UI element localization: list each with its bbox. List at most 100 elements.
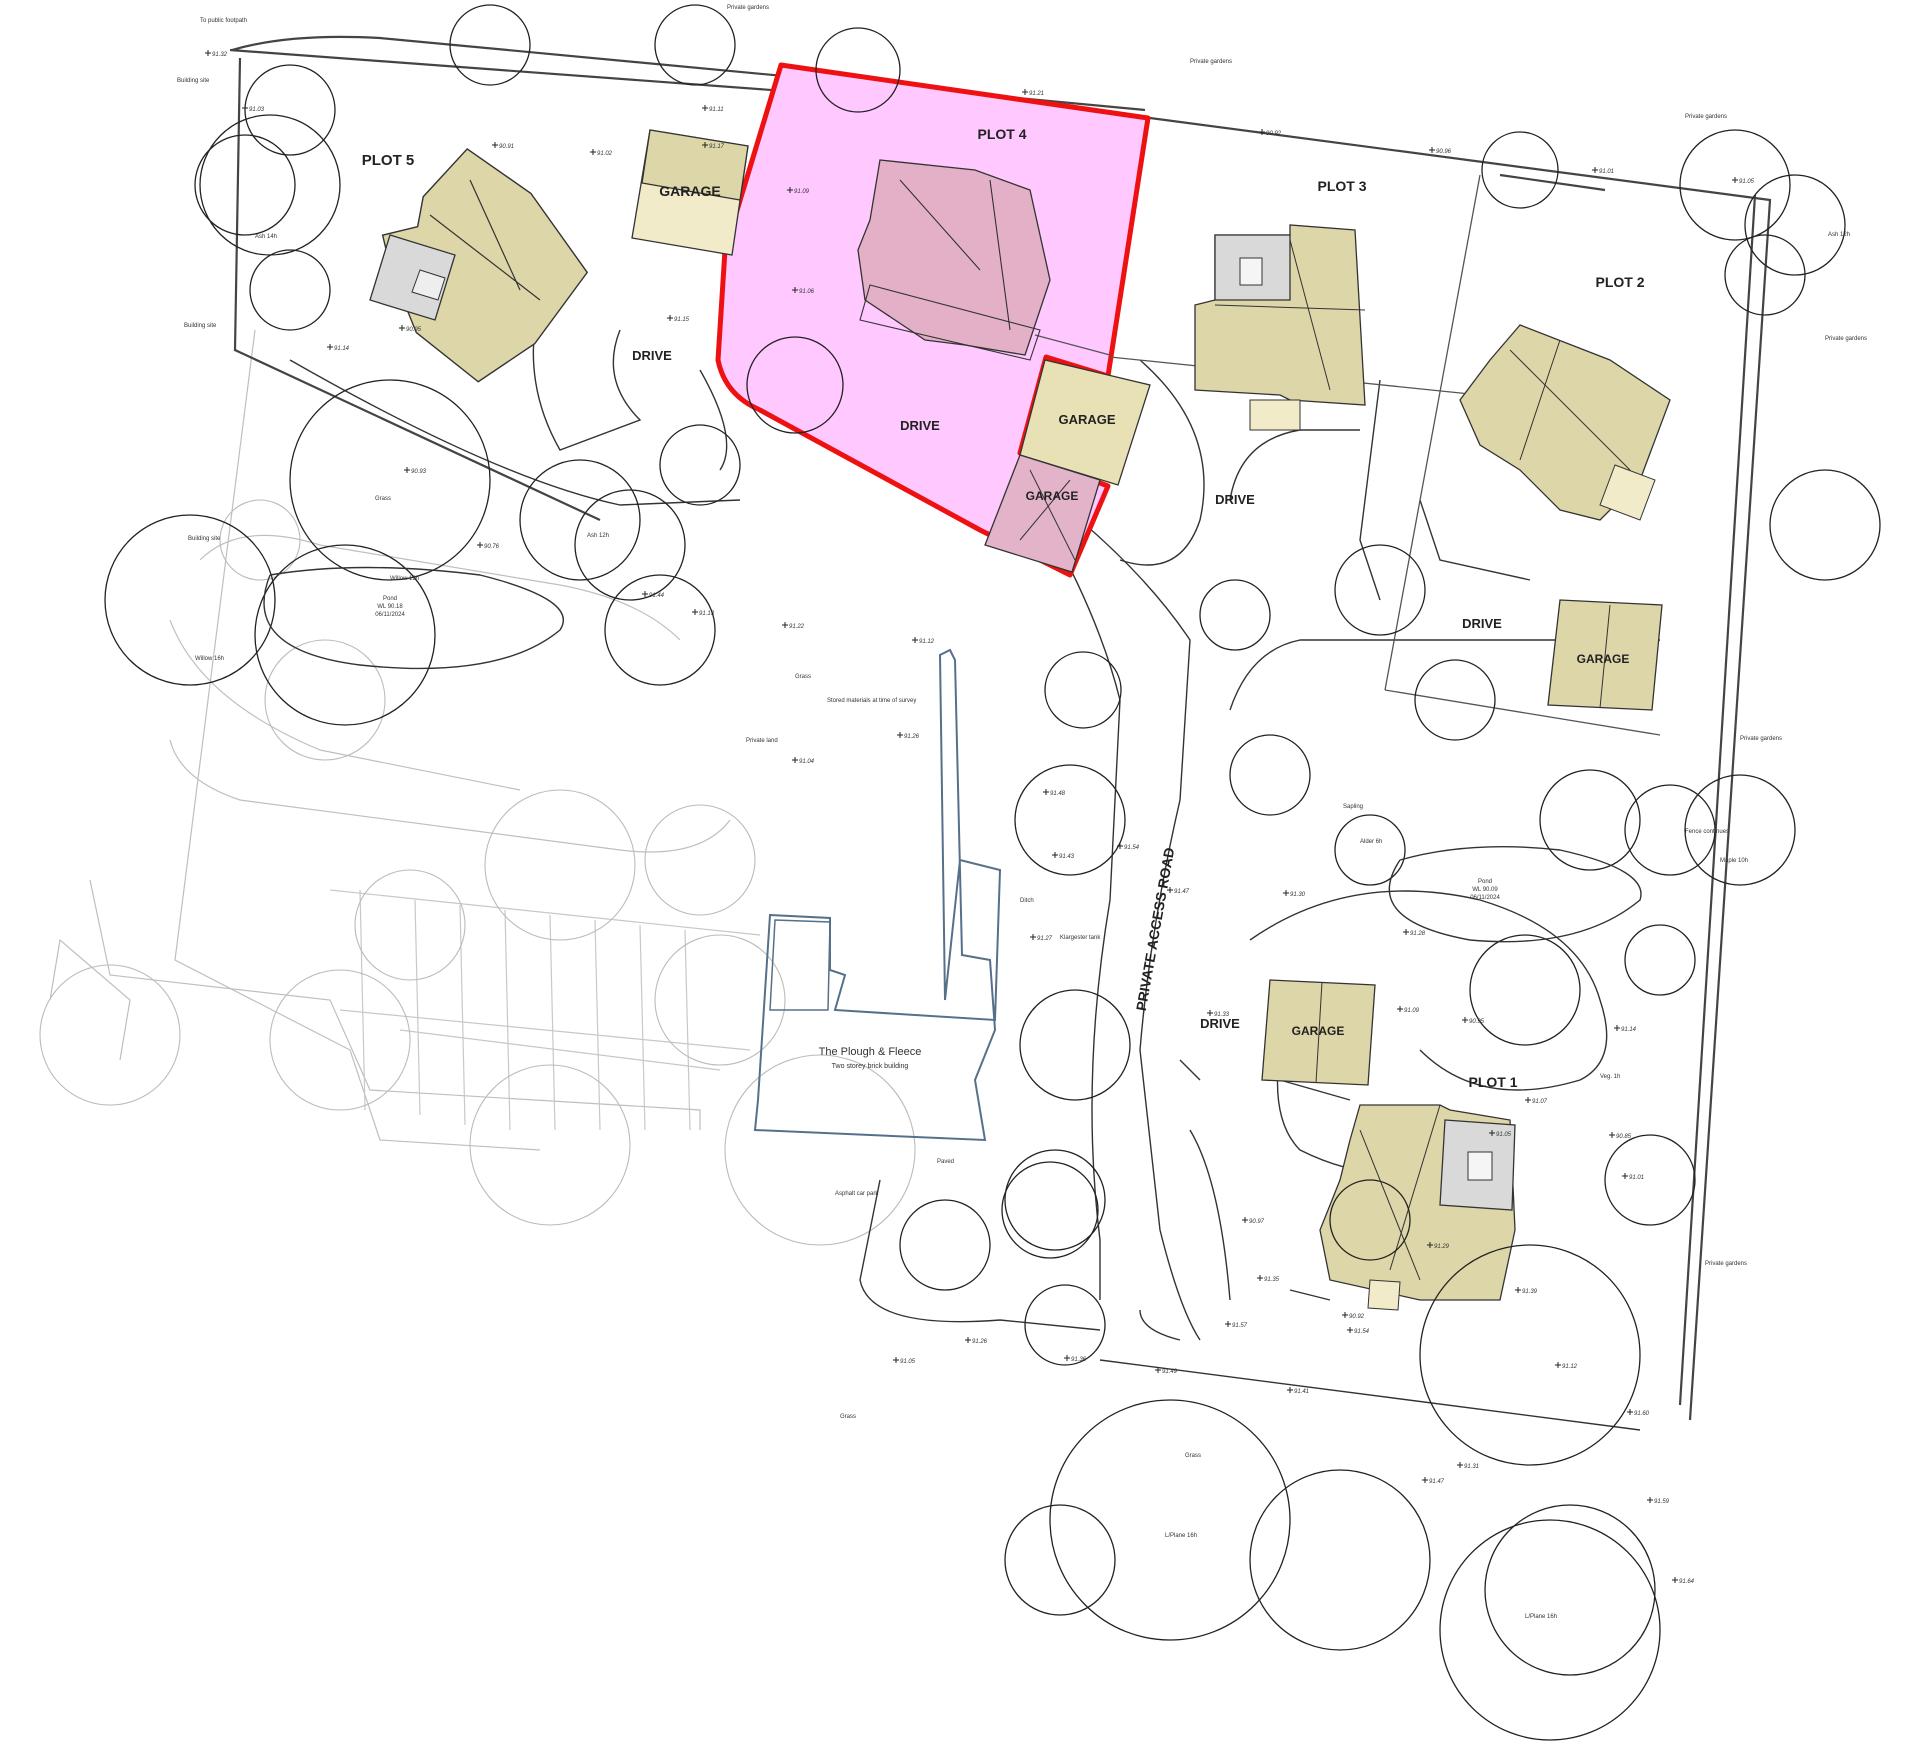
building-name: The Plough & Fleece	[819, 1046, 922, 1058]
spot-level-value: 91.01	[1629, 1175, 1644, 1181]
tree-ash12b: Ash 12h	[587, 533, 609, 539]
note-paved: Paved	[937, 1159, 954, 1165]
spot-level: 91.15	[667, 315, 690, 323]
spot-level: 91.47	[1167, 887, 1190, 895]
spot-level-cross	[1167, 887, 1173, 893]
spot-level-cross	[1429, 147, 1435, 153]
spot-level-value: 90.96	[1436, 149, 1452, 155]
spot-level-value: 91.26	[904, 734, 920, 740]
note-grass-1: Grass	[375, 496, 391, 502]
note-private-gardens-5: Private gardens	[1740, 736, 1782, 742]
road-label: PRIVATE ACCESS ROAD	[1133, 846, 1177, 1012]
plot2-label: PLOT 2	[1595, 274, 1644, 290]
spot-level: 91.11	[702, 105, 724, 113]
spot-level-cross	[1427, 1242, 1433, 1248]
spot-level: 91.48	[1043, 789, 1066, 797]
note-private-gardens-1: Private gardens	[727, 5, 769, 11]
spot-level: 91.07	[1525, 1097, 1548, 1105]
spot-level: 91.21	[1022, 89, 1044, 97]
garage-plot1	[1261, 979, 1376, 1086]
plot5-label: PLOT 5	[362, 152, 415, 169]
spot-level-value: 91.29	[1434, 1244, 1450, 1250]
note-ditch: Ditch	[1020, 898, 1034, 904]
spot-level: 91.01	[1622, 1173, 1644, 1181]
spot-level: 91.09	[1397, 1006, 1420, 1014]
spot-level-value: 91.04	[799, 759, 815, 765]
spot-level-cross	[1117, 843, 1123, 849]
garage-plot2	[1547, 599, 1663, 711]
pond2-label: Pond	[1478, 879, 1492, 885]
house-plot5	[369, 148, 589, 383]
spot-level-cross	[327, 344, 333, 350]
spot-level-cross	[1064, 1355, 1070, 1361]
pond2-wl: WL 90.09	[1472, 887, 1498, 893]
spot-level-cross	[965, 1337, 971, 1343]
spot-level: 91.06	[792, 287, 815, 295]
note-grass-4: Grass	[1185, 1453, 1201, 1459]
spot-level-cross	[1462, 1017, 1468, 1023]
spot-level-cross	[1155, 1367, 1161, 1373]
house-plot4	[857, 159, 1051, 361]
spot-level: 91.59	[1647, 1497, 1670, 1505]
garage-label-plot5: GARAGE	[659, 183, 720, 199]
spot-level-value: 91.54	[1354, 1329, 1370, 1335]
spot-level-value: 91.31	[1464, 1464, 1479, 1470]
spot-level-cross	[792, 757, 798, 763]
note-building-site-3: Building site	[188, 536, 221, 542]
spot-level-value: 90.95	[406, 327, 422, 333]
note-public-footpath: To public footpath	[200, 18, 247, 24]
spot-level-cross	[1283, 890, 1289, 896]
spot-level-cross	[1403, 929, 1409, 935]
plough-and-fleece-building	[753, 648, 1002, 1142]
spot-level: 90.96	[1429, 147, 1452, 155]
spot-level-value: 91.30	[1290, 892, 1306, 898]
note-grass-3: Grass	[840, 1414, 856, 1420]
spot-level: 91.54	[1117, 843, 1140, 851]
spot-level-value: 91.12	[919, 639, 935, 645]
spot-level: 91.64	[1672, 1577, 1695, 1585]
spot-level-cross	[1287, 1387, 1293, 1393]
spot-level-value: 91.48	[1050, 791, 1066, 797]
drive-label-plot1: DRIVE	[1200, 1016, 1240, 1031]
spot-level-value: 91.27	[1037, 936, 1053, 942]
spot-level: 90.92	[1259, 129, 1282, 137]
spot-level-cross	[1627, 1409, 1633, 1415]
spot-level-cross	[1257, 1275, 1263, 1281]
spot-level-value: 91.05	[1739, 179, 1755, 185]
garage-plot5	[631, 129, 749, 256]
spot-level-cross	[1225, 1321, 1231, 1327]
spot-level: 90.95	[399, 325, 422, 333]
spot-level-value: 91.59	[1654, 1499, 1670, 1505]
house-plot2	[1459, 324, 1671, 521]
drive-label-plot2: DRIVE	[1462, 616, 1502, 631]
spot-level: 91.35	[1257, 1275, 1280, 1283]
spot-level: 91.01	[1592, 167, 1614, 175]
note-grass-2: Grass	[795, 674, 811, 680]
spot-level: 91.14	[327, 344, 350, 352]
note-asphalt: Asphalt car park	[835, 1191, 879, 1197]
spot-level-cross	[1672, 1577, 1678, 1583]
spot-level-value: 91.26	[972, 1339, 988, 1345]
spot-level: 90.97	[1242, 1217, 1265, 1225]
spot-level: 90.93	[404, 467, 427, 475]
spot-level-value: 91.39	[1522, 1289, 1538, 1295]
spot-level-cross	[1397, 1006, 1403, 1012]
note-fence: Fence continues	[1685, 829, 1729, 835]
spot-level-cross	[782, 622, 788, 628]
spot-level-value: 91.21	[1029, 91, 1044, 97]
spot-level: 91.09	[787, 187, 810, 195]
spot-level-cross	[1489, 1130, 1495, 1136]
note-building-site-1: Building site	[177, 78, 210, 84]
spot-level: 90.85	[1609, 1132, 1632, 1140]
spot-level-value: 91.09	[794, 189, 810, 195]
spot-level-cross	[1609, 1132, 1615, 1138]
spot-level: 91.03	[242, 105, 265, 113]
tree-alder: Alder 6h	[1360, 839, 1382, 845]
spot-level-value: 91.41	[1294, 1389, 1309, 1395]
trees	[104, 4, 1881, 1741]
spot-level: 91.41	[1287, 1387, 1309, 1395]
spot-level-cross	[1515, 1287, 1521, 1293]
spot-level: 91.32	[205, 50, 228, 58]
spot-level-value: 91.13	[699, 611, 715, 617]
